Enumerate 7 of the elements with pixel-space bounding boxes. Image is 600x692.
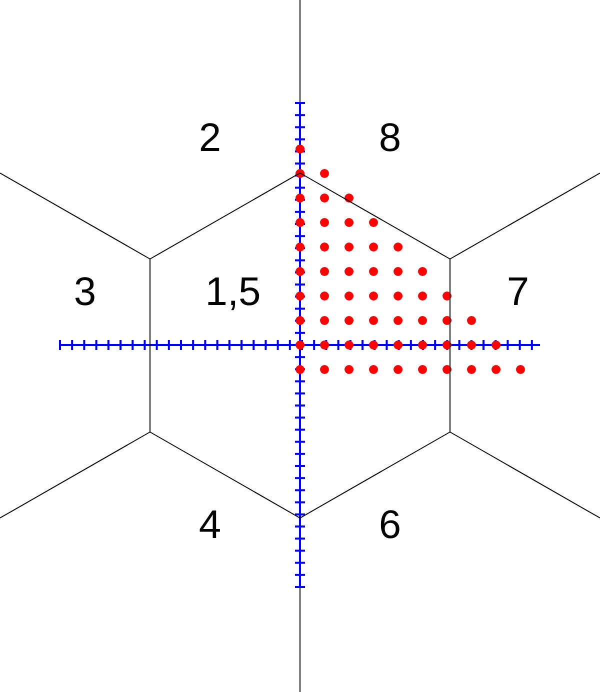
region-number: 7 bbox=[506, 272, 530, 312]
region-number: 6 bbox=[378, 505, 402, 545]
region-number: 8 bbox=[378, 118, 402, 158]
region-number: 4 bbox=[198, 505, 222, 545]
region-number: 3 bbox=[74, 272, 96, 312]
region-number: 2 bbox=[198, 118, 222, 158]
region-number: 1,5 bbox=[205, 272, 261, 312]
